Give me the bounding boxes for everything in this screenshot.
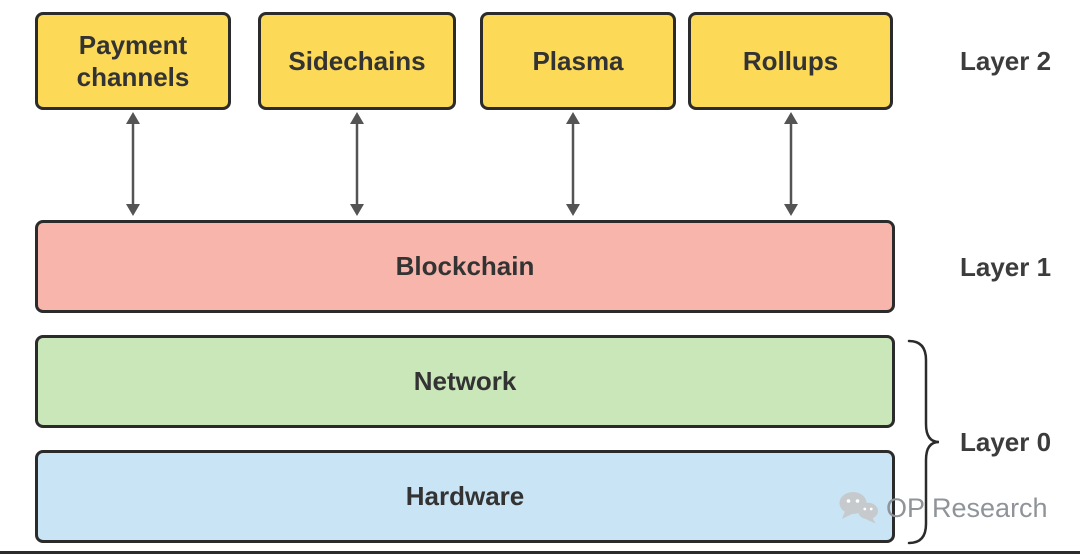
box-label: Network	[413, 366, 517, 397]
box-label: Blockchain	[395, 251, 535, 282]
bottom-divider	[0, 551, 1080, 554]
wechat-icon	[839, 492, 878, 524]
layer2-box-plasma: Plasma	[480, 12, 676, 110]
layer1-box-blockchain: Blockchain	[35, 220, 895, 313]
layer1-label: Layer 1	[960, 252, 1052, 282]
layer0-box-hardware: Hardware	[35, 450, 895, 543]
double-arrow-sidechains	[350, 112, 364, 216]
box-label: Payment channels	[76, 29, 190, 93]
layer0-box-network: Network	[35, 335, 895, 428]
layer0-label: Layer 0	[960, 427, 1052, 457]
layer2-box-sidechains: Sidechains	[258, 12, 456, 110]
layer2-box-payment-channels: Payment channels	[35, 12, 231, 110]
double-arrow-rollups	[784, 112, 798, 216]
layer0-brace	[907, 339, 940, 545]
box-label: Rollups	[742, 45, 839, 76]
layer2-box-rollups: Rollups	[688, 12, 893, 110]
double-arrow-plasma	[566, 112, 580, 216]
box-label: Plasma	[532, 45, 624, 76]
layer2-label: Layer 2	[960, 46, 1052, 76]
watermark: OP Research	[838, 490, 1048, 526]
double-arrow-payment-channels	[126, 112, 140, 216]
box-label: Hardware	[405, 481, 525, 512]
watermark-text: OP Research	[886, 492, 1048, 523]
box-label: Sidechains	[288, 45, 426, 76]
